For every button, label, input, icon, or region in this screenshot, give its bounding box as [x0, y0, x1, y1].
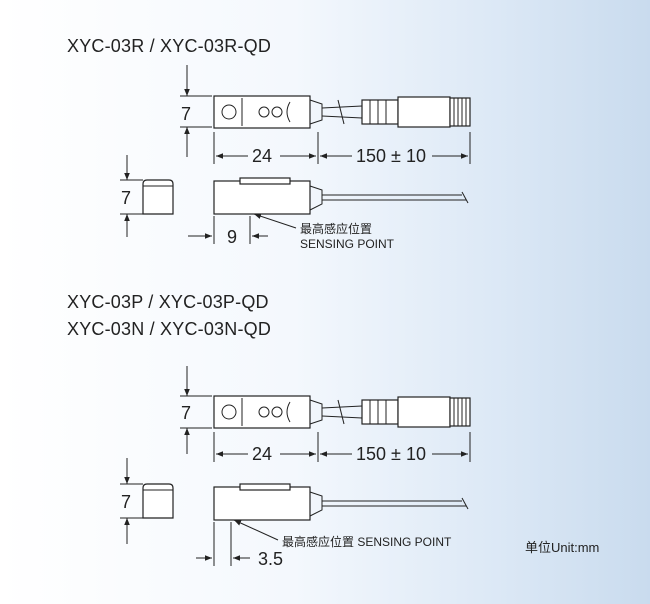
section2-tolerance-sign: ±: [391, 444, 401, 464]
section1-end-view: [142, 179, 174, 215]
section2-title-line1: XYC-03P / XYC-03P-QD: [67, 292, 269, 312]
section1-tolerance-sign: ±: [391, 146, 401, 166]
section2-side-height-dim: 7: [121, 492, 131, 512]
section1-side-view: 7 9 最高感应位置 SENSING POINT: [120, 155, 469, 251]
section1-sensor-body: [213, 95, 311, 129]
section2-tolerance: 10: [406, 444, 426, 464]
section2-length-dim: 24: [252, 444, 272, 464]
section2-top-view: 7: [180, 366, 471, 464]
section2-sensing-label: 最高感应位置 SENSING POINT: [282, 534, 452, 549]
section2-side-body: [213, 486, 311, 521]
section2-sensing-dim: 3.5: [258, 549, 283, 569]
mount-hole-icon: [221, 404, 237, 420]
led-icon: [258, 406, 270, 418]
section1-connector: [361, 96, 471, 128]
section1-sensing-en: SENSING POINT: [300, 237, 395, 251]
section1-sensing-cn: 最高感应位置: [300, 221, 372, 236]
mount-hole-icon: [221, 104, 237, 120]
section1-height-dim: 7: [181, 104, 191, 124]
section2-end-view: [142, 483, 174, 519]
section2-title-line2: XYC-03N / XYC-03N-QD: [67, 319, 272, 339]
section1-sensing-dim: 9: [227, 227, 237, 247]
section1-tolerance: 10: [406, 146, 426, 166]
section2-connector: [361, 396, 471, 428]
section1-cable-dim: 150: [356, 146, 386, 166]
section2-sensor-body: [213, 395, 311, 429]
unit-label: 单位Unit:mm: [525, 540, 600, 555]
section1-title: XYC-03R / XYC-03R-QD: [67, 36, 272, 56]
section2-height-dim: 7: [181, 403, 191, 423]
section1-side-height-dim: 7: [121, 188, 131, 208]
section1-length-dim: 24: [252, 146, 272, 166]
section2-cable-dim: 150: [356, 444, 386, 464]
section1-top-view: 7: [180, 65, 471, 166]
led-icon: [258, 106, 270, 118]
section2-side-view: 7 3.5 最高感应位置 SENSING POINT: [120, 458, 469, 569]
section1-side-body: [213, 180, 311, 215]
